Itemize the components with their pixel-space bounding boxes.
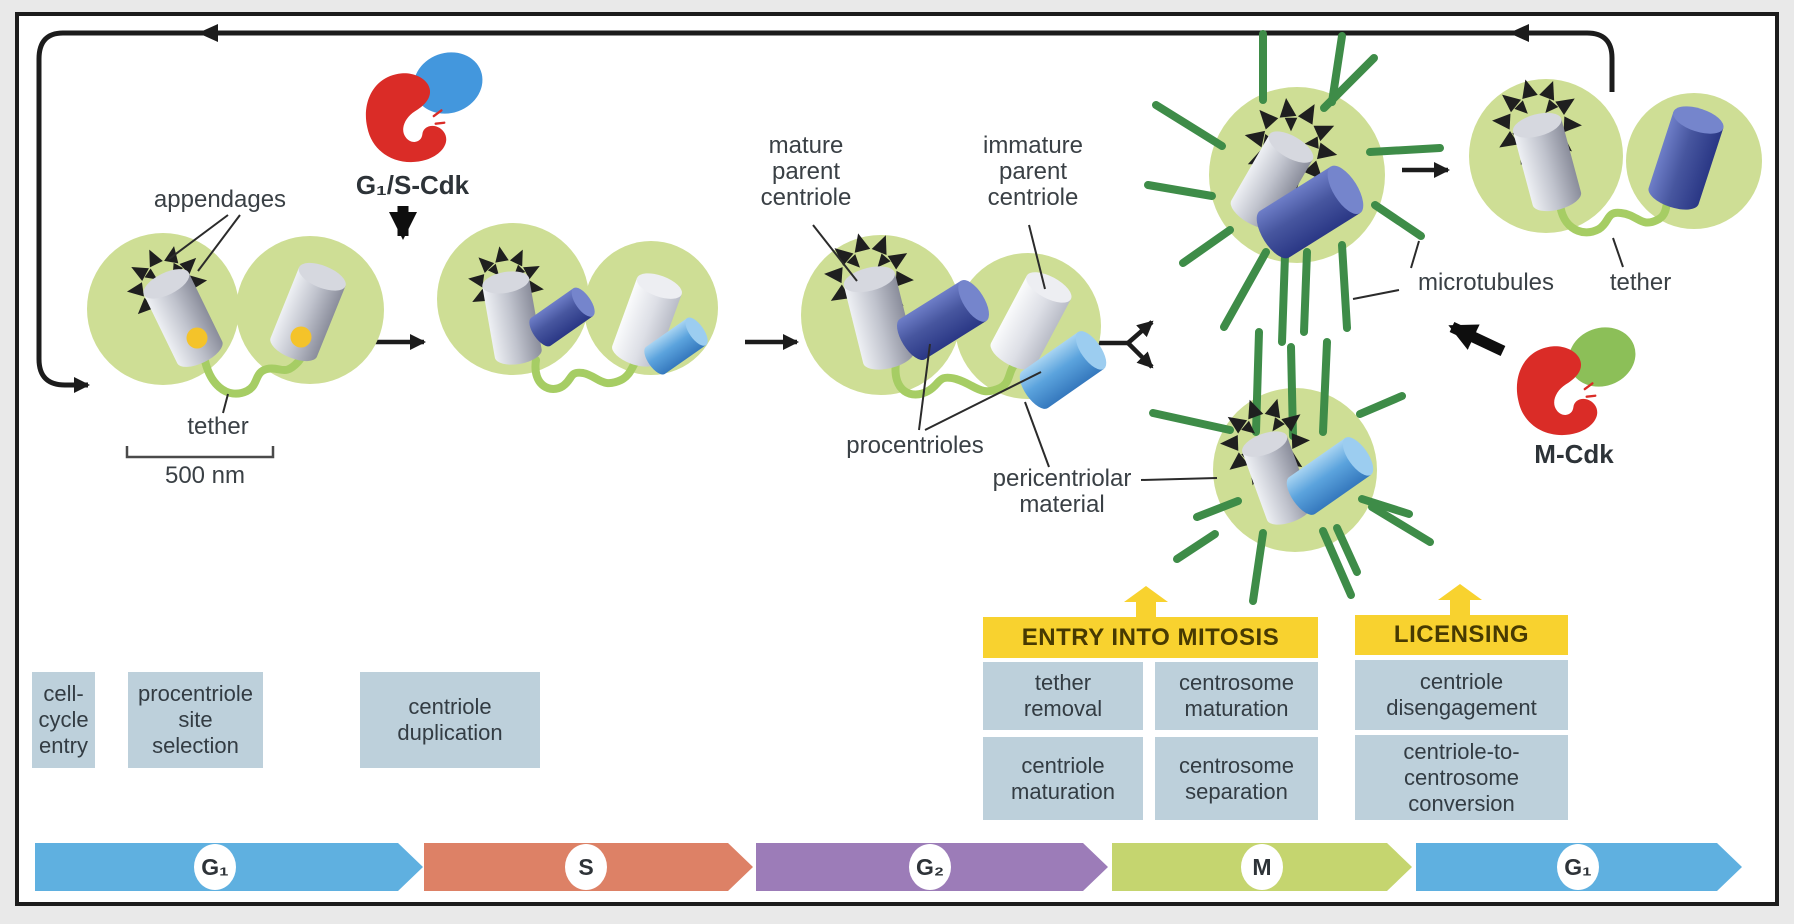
process-box-tether-removal: tether removal	[983, 662, 1143, 730]
pointer-pericentriolar-1	[1024, 401, 1050, 468]
g1s-cdk-complex-icon	[364, 52, 483, 240]
phase-label-g2: G₂	[909, 844, 951, 890]
process-box-centrosome-maturation: centrosome maturation	[1155, 662, 1318, 730]
centrosome-upper-mitotic	[1144, 30, 1444, 346]
distal-lumen-dot-icon	[186, 327, 208, 349]
licensing-banner-arrow-icon	[1438, 584, 1482, 615]
scale-bar-label: 500 nm	[164, 462, 246, 489]
tether-strand-g2	[891, 358, 1020, 399]
pointer-procentriole-1	[918, 343, 931, 431]
pointer-mature-parent	[812, 224, 858, 282]
process-box-centriole-duplication: centriole duplication	[360, 672, 540, 768]
centriole-pair-elongation	[801, 222, 1113, 414]
scale-bar-bracket-icon	[125, 446, 275, 459]
loop-arrowhead-right-icon	[1509, 24, 1529, 42]
pericentriolar-material-label: pericentriolar material	[992, 465, 1132, 518]
mitosis-banner-arrow-icon	[1124, 586, 1168, 617]
tether-strand-final	[1555, 189, 1673, 237]
pointer-procentriole-2	[924, 371, 1042, 431]
loop-arrowhead-left-icon	[198, 24, 218, 42]
phase-label-g1: G₁	[194, 844, 236, 890]
tether-left-label: tether	[187, 413, 249, 440]
process-box-procentriole-site-selection: procentriole site selection	[128, 672, 263, 768]
pointer-appendages-2	[197, 214, 241, 272]
entry-into-mitosis-banner: ENTRY INTO MITOSIS	[983, 617, 1318, 658]
centriole-pair-g1	[87, 231, 384, 398]
label-pointer-lines	[168, 214, 1624, 481]
cycle-loop-arrow	[36, 24, 1615, 393]
pointer-immature-parent	[1028, 224, 1046, 290]
centrosome-lower-mitotic	[1149, 328, 1434, 605]
pointer-microtubules-1	[1410, 240, 1420, 269]
m-cdk-action-arrow-icon	[1448, 322, 1506, 356]
centriole-pair-procentriole-formation	[437, 223, 718, 393]
arrow-separation-down-icon	[1126, 341, 1154, 369]
microtubules-label: microtubules	[1417, 269, 1555, 296]
microtubule-aster-upper	[1144, 30, 1444, 346]
process-box-centriole-to-centrosome-conversion: centriole-to- centrosome conversion	[1355, 735, 1568, 820]
licensing-banner: LICENSING	[1355, 615, 1568, 655]
microtubule-aster-lower	[1149, 328, 1434, 605]
procentrioles-label: procentrioles	[846, 432, 984, 459]
immature-parent-centriole-label: immature parent centriole	[982, 132, 1084, 211]
arrow-separation-up-icon	[1126, 320, 1154, 345]
process-box-centrosome-separation: centrosome separation	[1155, 737, 1318, 820]
centrosome-pair-final-g1	[1469, 67, 1762, 237]
tether-strand-s	[531, 352, 645, 393]
pointer-tether-left	[222, 393, 229, 414]
pointer-microtubules-2	[1352, 289, 1400, 300]
mature-parent-centriole-label: mature parent centriole	[760, 132, 852, 211]
tether-right-label: tether	[1609, 269, 1672, 296]
stage-transition-arrows	[340, 162, 1450, 369]
phase-label-s: S	[565, 844, 607, 890]
pointer-tether-right	[1612, 237, 1624, 268]
phase-label-g1-next: G₁	[1557, 844, 1599, 890]
process-box-centriole-maturation: centriole maturation	[983, 737, 1143, 820]
g1s-cdk-label: G₁/S-Cdk	[355, 170, 470, 200]
pointer-appendages-1	[168, 214, 229, 260]
pointer-pericentriolar-2	[1140, 477, 1218, 481]
m-cdk-complex-icon	[1448, 322, 1636, 437]
m-cdk-label: M-Cdk	[1534, 439, 1614, 469]
distal-lumen-dot-icon	[290, 326, 312, 348]
phase-label-m: M	[1241, 844, 1283, 890]
process-box-cell-cycle-entry: cell- cycle entry	[32, 672, 95, 768]
appendages-label: appendages	[153, 186, 287, 213]
process-box-centriole-disengagement: centriole disengagement	[1355, 660, 1568, 730]
